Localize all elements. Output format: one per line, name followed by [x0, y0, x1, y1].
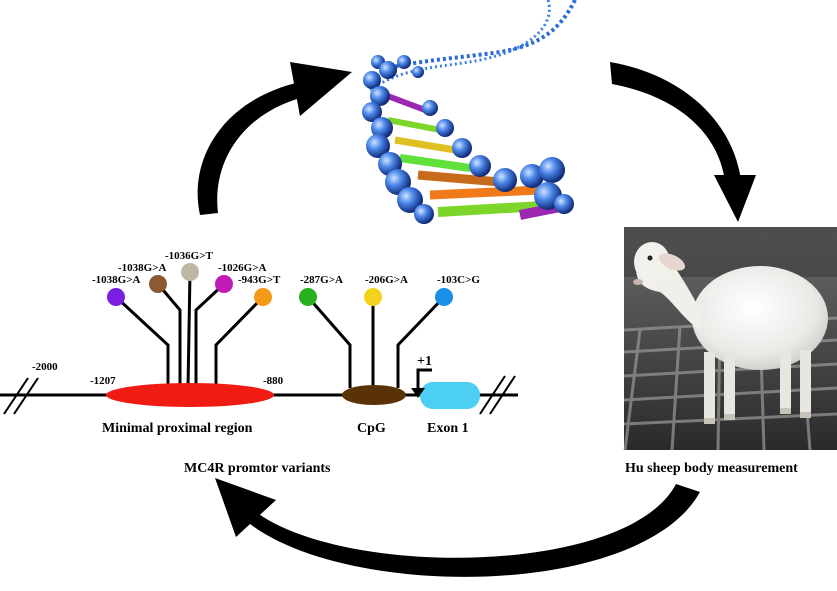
cpg-label: CpG: [357, 421, 386, 436]
variant-dot-6: [299, 288, 317, 306]
break-mark-right-icon: [479, 375, 516, 415]
variant-label-1: -1038G>A: [92, 274, 140, 286]
variant-dot-5: [254, 288, 272, 306]
promoter-map: -1038G>A -1038G>A -1036G>T -1026G>A -943…: [0, 250, 518, 476]
cpg-island: [342, 385, 406, 405]
arrow-promoter-to-dna: [197, 62, 352, 215]
promoter-caption: MC4R promtor variants: [184, 461, 331, 476]
tss-arrow-icon: [416, 368, 432, 392]
minimal-proximal-region: [106, 383, 274, 407]
variant-dot-7: [364, 288, 382, 306]
dna-helix-image: [362, 0, 577, 224]
variant-stalks: [114, 271, 446, 389]
variant-label-3: -1036G>T: [165, 250, 213, 262]
variant-label-7: -206G>A: [365, 274, 408, 286]
position-minus1207: -1207: [90, 375, 116, 387]
variant-label-2: -1038G>A: [118, 262, 166, 274]
arrow-head-icon: [215, 478, 276, 537]
arrow-head-icon: [290, 62, 352, 116]
sheep-caption: Hu sheep body measurement: [625, 461, 798, 476]
variant-dot-8: [435, 288, 453, 306]
variant-label-8: -103C>G: [437, 274, 480, 286]
sheep-photo: [623, 227, 837, 451]
variant-dot-3: [181, 263, 199, 281]
minimal-region-label: Minimal proximal region: [102, 421, 253, 436]
variant-label-5: -943G>T: [238, 274, 281, 286]
variant-dot-4: [215, 275, 233, 293]
break-mark-left-icon: [3, 377, 39, 415]
position-minus880: -880: [263, 375, 284, 387]
arrow-head-icon: [714, 175, 756, 222]
variant-label-6: -287G>A: [300, 274, 343, 286]
arrow-dna-to-sheep: [610, 62, 756, 222]
tss-label: +1: [417, 354, 432, 369]
variant-dot-1: [107, 288, 125, 306]
arrow-sheep-to-promoter: [215, 478, 700, 577]
exon-label: Exon 1: [427, 421, 469, 436]
variant-label-4: -1026G>A: [218, 262, 266, 274]
variant-dot-2: [149, 275, 167, 293]
exon-1-box: [420, 382, 480, 409]
position-minus2000: -2000: [32, 361, 58, 373]
